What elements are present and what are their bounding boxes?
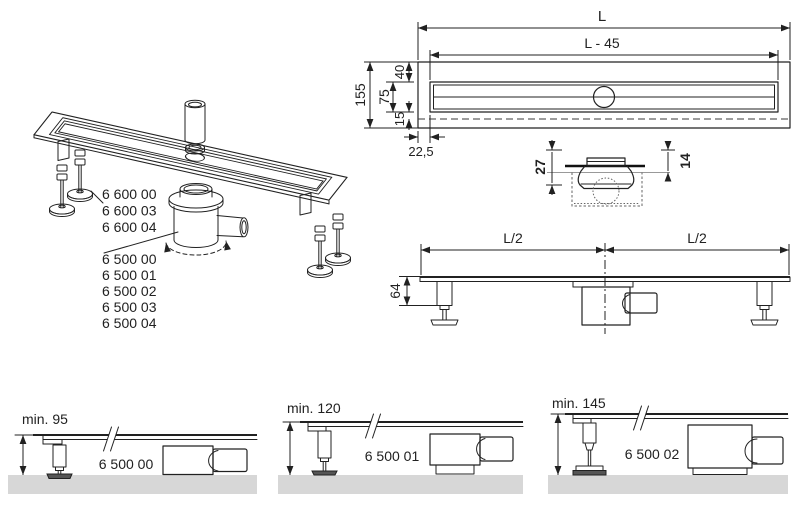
trap-body (581, 286, 631, 326)
part-number: 6 500 00 (99, 456, 154, 472)
trap-outlet (479, 436, 514, 462)
foot-base (46, 473, 73, 479)
trap-outlet (624, 292, 658, 314)
dim-label-64: 64 (387, 283, 403, 299)
dim-label-L2-right: L/2 (687, 230, 707, 246)
foot (317, 430, 332, 459)
part-number-list: 6 600 00 6 600 03 6 600 04 6 500 00 6 50… (102, 186, 157, 331)
foot-base (311, 470, 338, 476)
break-mark (633, 405, 642, 431)
foot-base (572, 470, 607, 476)
dim-label-L: L (598, 8, 606, 25)
seal-ring (185, 143, 205, 155)
channel-outline (429, 81, 779, 113)
hidden-channel-outline (571, 172, 643, 207)
trap-body (687, 424, 753, 469)
drain-pipe (184, 99, 206, 145)
hidden-drain-outline (592, 177, 620, 205)
channel-leg-left (57, 138, 70, 161)
dim-label-L45: L - 45 (584, 35, 619, 51)
trap-bottom (692, 467, 748, 475)
min-height-label: min. 145 (552, 395, 606, 411)
floor (8, 475, 257, 494)
break-mark (365, 413, 374, 439)
floor (278, 475, 523, 494)
dim-label-14: 14 (677, 153, 693, 169)
break-mark (103, 426, 112, 452)
install-view-2: min. 120 6 500 01 (278, 400, 524, 494)
dim-label-225: 22,5 (408, 144, 433, 159)
drain-hole (592, 85, 616, 109)
part-number: 6 500 04 (102, 315, 157, 331)
dim-label-40: 40 (392, 65, 407, 79)
part-number: 6 600 00 (102, 186, 157, 202)
install-view-3: min. 145 6 500 02 (548, 395, 789, 494)
cap-skirt (577, 165, 635, 190)
drain-hole (184, 152, 205, 162)
trap-outlet (212, 448, 248, 473)
channel-leg-right (299, 192, 312, 216)
rotation-arrows (164, 240, 231, 256)
part-number: 6 500 02 (625, 446, 680, 462)
leader-foot (90, 190, 104, 204)
part-number: 6 600 04 (102, 219, 157, 235)
leader-trap (103, 231, 179, 254)
part-number: 6 600 03 (102, 203, 157, 219)
foot (582, 422, 597, 444)
min-height-label: min. 120 (287, 400, 341, 416)
part-number: 6 500 01 (365, 448, 420, 464)
trap-body (162, 445, 214, 476)
min-height-label: min. 95 (22, 411, 68, 427)
flange-plate (417, 61, 791, 129)
trap-bottom (435, 464, 475, 475)
drain-trap (164, 183, 249, 256)
part-number: 6 500 03 (102, 299, 157, 315)
cap-detail-view: 27 14 (532, 140, 693, 207)
floor (548, 475, 788, 494)
part-number: 6 500 00 (102, 251, 157, 267)
trap-body (429, 433, 481, 466)
iso-exploded-view: 6 600 00 6 600 03 6 600 04 6 500 00 6 50… (33, 99, 351, 331)
part-number: 6 500 01 (102, 267, 157, 283)
plan-view: L L - 45 155 40 75 15 22,5 (352, 8, 791, 159)
trap-outlet (751, 436, 784, 465)
install-view-1: min. 95 6 500 00 (8, 411, 258, 494)
foot (52, 444, 67, 468)
side-elevation-view: L/2 L/2 64 (387, 230, 791, 334)
dim-label-15: 15 (392, 112, 407, 126)
dim-label-75: 75 (376, 89, 392, 105)
dim-label-155: 155 (352, 83, 368, 107)
trap-outlet (239, 217, 249, 238)
dim-label-27: 27 (532, 159, 548, 175)
part-number: 6 500 02 (102, 283, 157, 299)
dim-label-L2-left: L/2 (503, 230, 523, 246)
